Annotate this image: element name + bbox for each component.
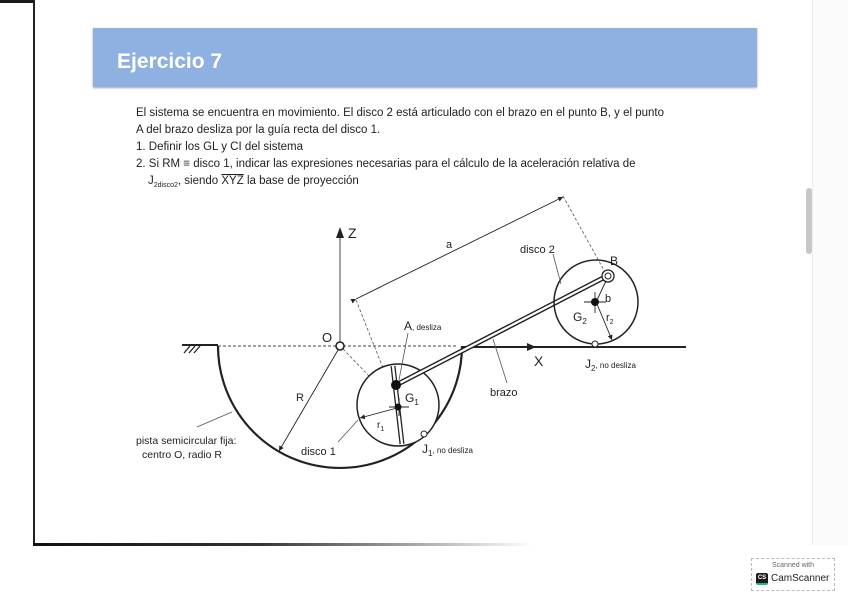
radius-r1-line <box>359 407 398 420</box>
origin-point <box>335 341 345 351</box>
q2-ending: la base de proyección <box>243 175 359 187</box>
label-track-line1: pista semicircular fija: <box>136 435 236 447</box>
z-axis-arrow-icon <box>336 227 344 238</box>
vertical-scrollbar-thumb[interactable] <box>806 188 812 254</box>
j2-symbol: J <box>148 175 154 187</box>
leader-track <box>196 411 233 428</box>
semicircular-track <box>216 345 464 470</box>
leader-A <box>398 332 409 381</box>
j2-subscript: 2disco2 <box>153 182 178 189</box>
xyz-basis: XYZ <box>221 175 244 187</box>
label-G1: G1 <box>405 391 419 407</box>
label-origin: O <box>322 330 332 345</box>
center-G2 <box>584 292 606 313</box>
watermark-caption: Scanned with <box>771 562 815 569</box>
label-G2: G2 <box>573 310 587 326</box>
label-J2: J2, no desliza <box>585 357 636 373</box>
leader-disco2 <box>552 253 562 285</box>
watermark-brand: CamScanner <box>771 573 830 584</box>
contact-J2 <box>591 340 599 348</box>
question-1: 1. Definir los GL y CI del sistema <box>136 141 304 153</box>
statement-line-2: A del brazo desliza por la guía recta de… <box>136 124 381 136</box>
pin-B <box>601 269 615 283</box>
label-r2: r2 <box>606 312 614 326</box>
label-r1: r1 <box>377 420 384 433</box>
label-A: A, desliza <box>404 319 442 333</box>
label-dimension-a: a <box>446 239 453 251</box>
q2-connector: , siendo <box>177 175 222 187</box>
fixed-ground <box>182 344 218 354</box>
label-J1: J1, no desliza <box>422 442 473 458</box>
slide-title-bar: Ejercicio 7 <box>93 28 757 87</box>
label-disco1: disco 1 <box>301 446 336 458</box>
radius-R-line <box>278 349 339 452</box>
x-axis-arrow-icon <box>527 343 536 351</box>
label-disco2: disco 2 <box>520 244 555 256</box>
label-z-axis: Z <box>348 225 357 241</box>
label-x-axis: X <box>534 353 544 369</box>
label-B: B <box>610 254 618 268</box>
question-2: 2. Si RM ≡ disco 1, indicar las expresio… <box>136 158 636 170</box>
point-A <box>391 380 401 390</box>
center-G1 <box>389 398 409 416</box>
camscanner-watermark: Scanned with CS CamScanner <box>751 558 835 591</box>
label-track-line2: centro O, radio R <box>142 449 222 461</box>
offset-b-line <box>596 280 607 301</box>
question-2-continuation: J2disco2, siendo XYZ la base de proyecci… <box>136 173 756 194</box>
label-R: R <box>296 392 304 404</box>
camscanner-logo-icon: CS <box>756 573 768 585</box>
statement-line-1: El sistema se encuentra en movimiento. E… <box>136 107 665 119</box>
page-right-margin <box>812 0 848 545</box>
exercise-statement: El sistema se encuentra en movimiento. E… <box>136 105 756 194</box>
radius-r2-line <box>596 303 613 341</box>
slide-title: Ejercicio 7 <box>117 50 223 73</box>
label-brazo: brazo <box>490 387 518 399</box>
page-bottom-edge <box>33 543 533 546</box>
leader-disco1 <box>337 419 359 443</box>
leader-brazo <box>492 338 508 384</box>
arm-brazo <box>394 273 609 388</box>
contact-J1 <box>420 430 428 438</box>
label-b: b <box>605 293 611 305</box>
